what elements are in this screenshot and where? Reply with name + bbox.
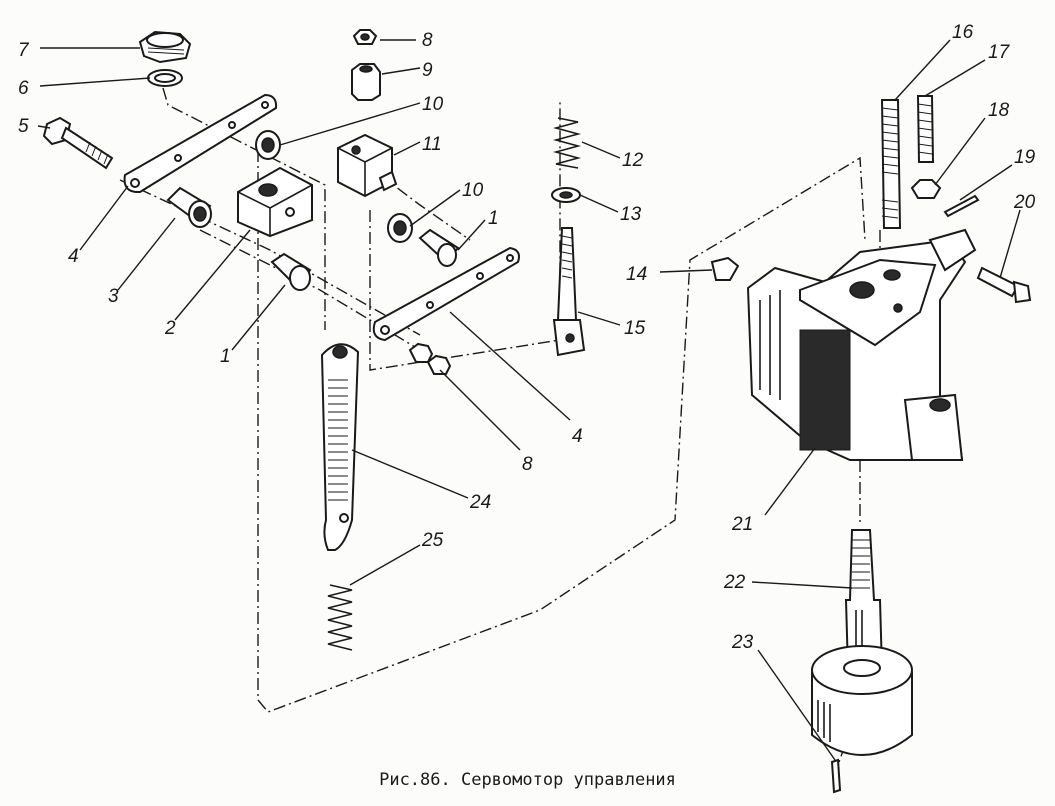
part-16-stud: [880, 99, 902, 229]
part-18-nut: [910, 179, 942, 199]
label-5: 5: [18, 116, 29, 137]
part-4-lower-link: [372, 246, 520, 342]
part-10-sleeve-lower: [387, 213, 413, 243]
part-14-plug: [710, 256, 740, 281]
label-22: 22: [723, 572, 746, 593]
label-7: 7: [18, 40, 30, 61]
part-23-drum: [811, 645, 913, 794]
label-13: 13: [620, 204, 642, 225]
part-15-stud: [552, 227, 586, 357]
label-14: 14: [626, 264, 647, 285]
label-11: 11: [422, 134, 442, 155]
label-19: 19: [1014, 147, 1036, 168]
part-9-coupling-nut: [351, 63, 381, 101]
part-20-bolt: [976, 266, 1032, 304]
part-1-bushing-right: [418, 228, 460, 267]
label-24: 24: [469, 492, 491, 513]
label-20: 20: [1013, 192, 1036, 213]
label-4-lower: 4: [572, 426, 583, 447]
part-11-block: [337, 133, 398, 198]
callout-labels: 7 6 5 4 3 2 1 8 9 10 11 10 1 12 13 15 14…: [18, 22, 1036, 653]
label-21: 21: [731, 514, 753, 535]
part-8-nuts-lower: [408, 342, 452, 375]
label-25: 25: [421, 530, 444, 551]
label-1-right: 1: [488, 208, 499, 229]
part-7-nut: [138, 30, 192, 64]
part-13-washer: [551, 187, 581, 203]
label-8-top: 8: [422, 30, 433, 51]
part-10-sleeve-upper: [255, 130, 281, 160]
label-17: 17: [988, 42, 1011, 63]
label-16: 16: [952, 22, 974, 43]
label-10-upper: 10: [422, 94, 444, 115]
part-8-nut-top: [352, 29, 378, 45]
label-9: 9: [422, 60, 433, 81]
part-12-spring: [552, 117, 582, 169]
label-2: 2: [164, 318, 176, 339]
part-5-bolt: [42, 116, 114, 170]
part-24-rack-rod: [320, 343, 360, 551]
part-6-washer: [147, 69, 183, 87]
leader-lines: [37, 39, 1021, 761]
part-25-spring: [327, 584, 353, 651]
label-18: 18: [988, 100, 1010, 121]
label-15: 15: [624, 318, 646, 339]
part-17-stud: [916, 95, 935, 163]
part-19-cotter-pin: [943, 194, 980, 218]
label-4-upper: 4: [68, 246, 79, 267]
part-4-upper-link: [123, 93, 278, 194]
part-2-block: [237, 166, 313, 238]
figure-caption: Рис.86. Сервомотор управления: [379, 770, 676, 790]
part-21-housing: [746, 228, 977, 461]
label-10-lower: 10: [462, 180, 484, 201]
label-6: 6: [18, 78, 29, 99]
part-3-bushing: [166, 186, 212, 228]
label-1-left: 1: [220, 346, 231, 367]
label-8-lower: 8: [522, 454, 533, 475]
label-12: 12: [622, 150, 644, 171]
label-3: 3: [108, 286, 119, 307]
label-23: 23: [731, 632, 754, 653]
center-lines: [119, 87, 881, 766]
part-1-bushing-left: [270, 252, 312, 291]
